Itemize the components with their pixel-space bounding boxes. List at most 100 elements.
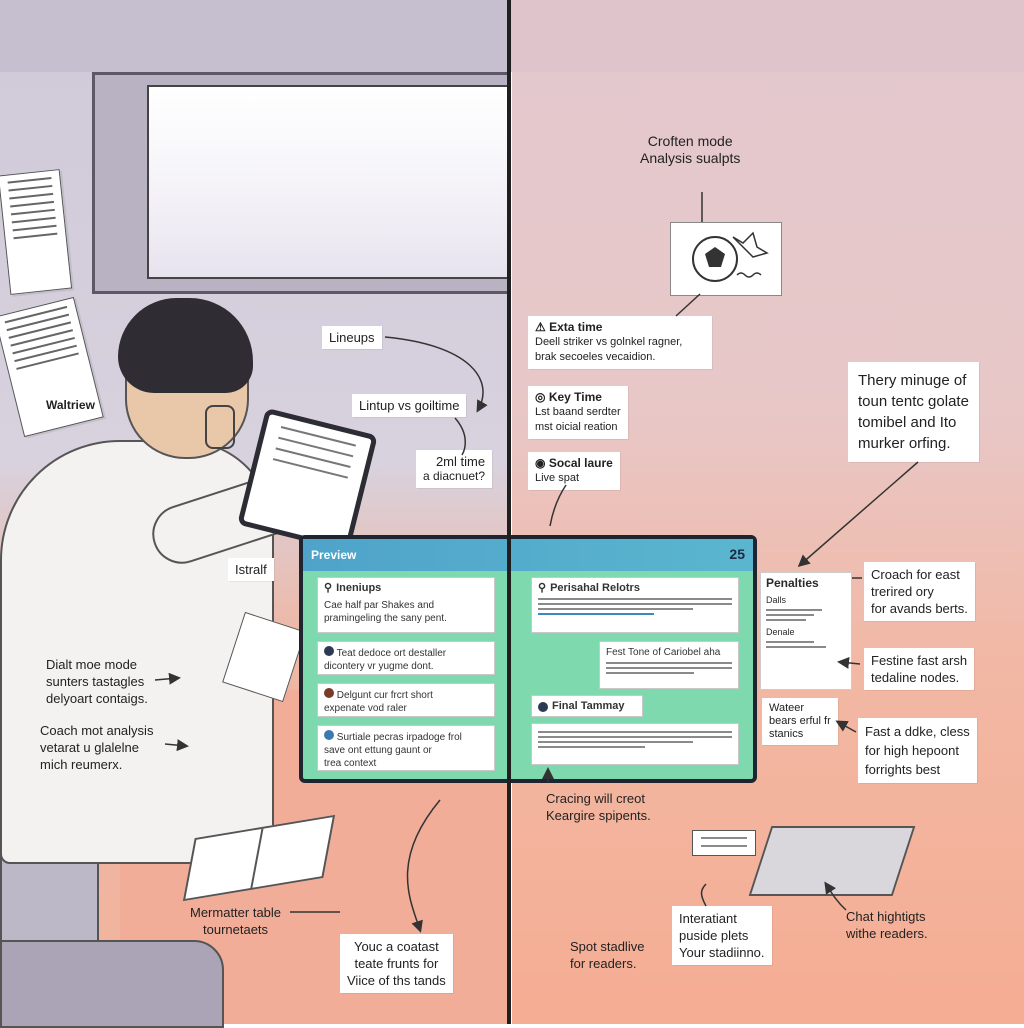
table-text: Mermatter table tournetaets [190,904,281,938]
pin-icon: ⚲ [324,582,333,594]
chat-line-1: Chat hightigts [846,909,926,924]
chat-icon: ◉ [535,456,546,470]
bottom-box-line-3: Viice of ths tands [347,973,446,988]
bottom-box-line-2: teate frunts for [354,956,439,971]
card-fest-tone[interactable]: Fest Tone of Cariobel aha [599,641,739,689]
preview-panel[interactable]: Preview 25 ⚲Ineniups Cae half par Shakes… [299,535,757,783]
side-note-coach-line1: Croach for east [871,567,960,582]
penalties-line-1: Dalls [766,595,787,605]
interact-box: Interatiant puside plets Your stadiinno. [672,906,772,965]
penalties-line-3: Wateer [769,702,805,714]
table-line-2: tournetaets [203,922,269,937]
interact-line-2: puside plets [679,928,749,943]
pin-icon: ⚲ [538,582,547,594]
note-social-body: Live spat [535,472,580,484]
coach-line-2: vetarat u glalelne [40,740,140,755]
note-extra-time-body: Deell striker vs golnkel ragner, brak se… [535,336,683,363]
card-final-label: Final Tammay [552,700,625,712]
side-note-festine-line2: tedaline nodes. [871,670,960,685]
table-line-1: Mermatter table [190,905,282,920]
draft-line-3: delyoart contaigs. [46,691,148,706]
big-note-line-3: tomibel and Ito [858,414,957,431]
penalties-card: Penalties Dalls Denale [760,572,852,690]
spot-line-2: for readers. [570,956,637,971]
card-surtiale-line3: trea context [324,758,377,769]
note-key-time-line1: Lst baand serdter [535,406,621,418]
card-final-body[interactable] [531,723,739,765]
avatar-icon [324,688,334,698]
card-personal-label: Perisahal Relotrs [550,582,640,594]
office-window [92,72,507,294]
note-social-title: ◉ Socal laure [535,456,613,471]
cracing-line-1: Cracing will creot [546,791,645,806]
note-extra-time-title: ⚠ Exta time [535,320,705,335]
spot-text: Spot stadlive for readers. [570,938,644,972]
cracing-line-2: Keargire spipents. [546,808,651,823]
bottom-box-line-1: Youc a coatast [353,939,439,954]
side-note-fast-line3: forrights best [865,762,941,777]
coach-line-1: Coach mot analysis [40,723,154,738]
card-delgunt-row: Delgunt cur frcrt short [324,688,488,702]
callout-lineups: Lineups [322,326,382,349]
glasses-icon [205,405,235,449]
penalties-title: Penalties [766,576,819,590]
right-heading-line-1: Croften mode [647,133,733,149]
big-note-line-4: murker orfing. [858,435,951,452]
football-sketch [670,222,782,296]
card-surtiale-row: Surtiale pecras irpadoge frol [324,730,488,744]
card-surtiale-line2: save ont ettung gaunt or [324,745,432,756]
card-personal-reports[interactable]: ⚲Perisahal Relotrs [531,577,739,633]
note-key-time-label: Key Time [548,390,602,404]
note-extra-time-label: Exta time [549,320,603,334]
draft-mode-text: Dialt moe mode sunters tastagles delyoar… [46,656,148,707]
card-final-title: Final Tammay [538,700,636,713]
side-note-fast-line1: Fast a ddke, cless [865,724,970,739]
callout-istralf: Istralf [228,558,274,581]
football-icon [692,231,769,282]
big-note: Thery minuge of toun tentc golate tomibe… [848,362,979,462]
chat-text: Chat hightigts withe readers. [846,908,928,942]
card-defender-line1: Teat dedoce ort destaller [336,648,447,659]
wall-paper-label: Waltriew [46,398,95,412]
penalties-line-2: Denale [766,627,795,637]
warning-icon: ⚠ [535,320,546,334]
window-pane [147,85,507,279]
card-defender-row: Teat dedoce ort destaller [324,646,488,660]
card-personal-title: ⚲Perisahal Relotrs [538,582,732,595]
card-defender[interactable]: Teat dedoce ort destaller dicontery vr y… [317,641,495,675]
stadium-sign [692,830,756,856]
callout-time-line1: 2ml time [435,454,486,469]
right-heading-line-2: Analysis sualpts [640,150,741,166]
preview-count: 25 [729,546,745,562]
card-surtiale[interactable]: Surtiale pecras irpadoge frol save ont e… [317,725,495,771]
right-top-band [511,0,1024,72]
penalties-extra: Wateer bears erful fr stanics [762,698,838,745]
side-note-fast: Fast a ddke, cless for high hepoont forr… [858,718,977,783]
side-note-coach-line2: trerired ory [871,584,934,599]
callout-linup-vs: Lintup vs goiltime [352,394,467,417]
penalties-line-5: stanics [769,728,804,740]
draft-line-1: Dialt moe mode [46,657,138,672]
chat-line-2: withe readers. [846,926,928,941]
coach-analysis-text: Coach mot analysis vetarat u glalelne mi… [40,722,153,773]
note-social-label: Socal laure [548,456,613,470]
card-lineups-line2: pramingeling the sany pent. [324,613,447,624]
coach-line-3: mich reumerx. [40,757,123,772]
interact-line-1: Interatiant [679,911,737,926]
draft-line-2: sunters tastagles [46,674,145,689]
card-lineups-title: ⚲Ineniups [324,582,488,595]
penalties-line-4: bears erful fr [769,715,831,727]
card-fest-tone-title: Fest Tone of Cariobel aha [606,647,721,658]
card-lineups[interactable]: ⚲Ineniups Cae half par Shakes and pramin… [317,577,495,633]
left-top-band [0,0,507,72]
callout-time-line2: a diacnuet? [423,469,486,483]
card-delgunt-line1: Delgunt cur frcrt short [336,690,433,701]
avatar-icon [538,701,548,712]
side-note-coach-line3: for avands berts. [871,601,968,616]
side-note-coach: Croach for east trerired ory for avands … [864,562,975,621]
interact-line-3: Your stadiinno. [679,945,765,960]
card-delgunt[interactable]: Delgunt cur frcrt short expenate vod ral… [317,683,495,717]
cracing-text: Cracing will creot Keargire spipents. [546,790,651,824]
card-final-tammay[interactable]: Final Tammay [531,695,643,717]
stadium-icon [748,826,916,896]
